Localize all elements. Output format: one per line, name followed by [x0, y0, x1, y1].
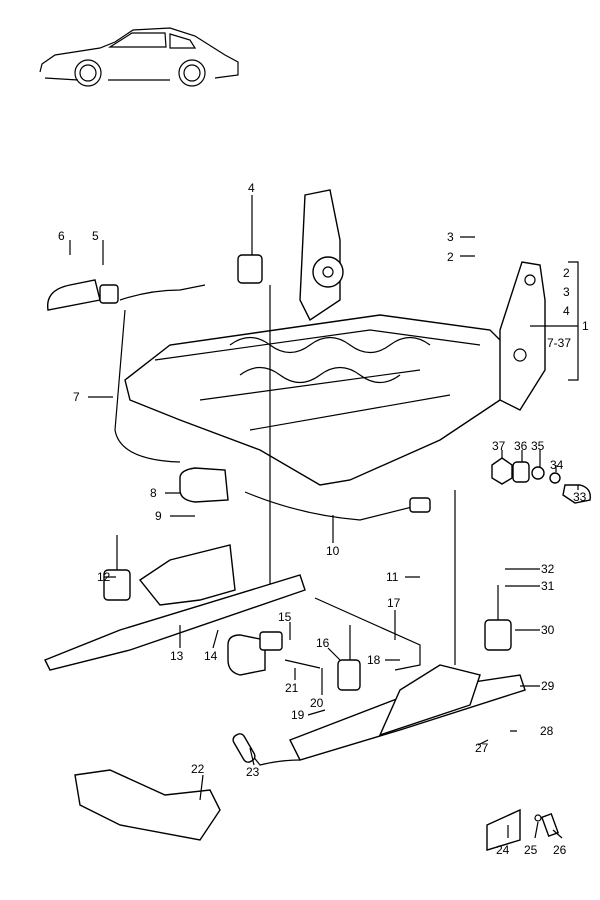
callout-12: 12 — [97, 570, 111, 584]
callout-1: 1 — [582, 319, 589, 333]
callout-4: 4 — [248, 181, 255, 195]
callout-19: 19 — [291, 708, 305, 722]
bracket-item: 3 — [563, 285, 570, 299]
left-rail — [44, 574, 306, 671]
callout-20: 20 — [310, 696, 324, 710]
parts — [44, 195, 591, 851]
bracket-22 — [74, 769, 221, 841]
callout-11: 11 — [386, 570, 399, 584]
callout-17: 17 — [387, 596, 401, 610]
callout-18: 18 — [367, 653, 381, 667]
callout-30: 30 — [541, 623, 555, 637]
callout-27: 27 — [475, 741, 489, 755]
callout-23: 23 — [246, 765, 260, 779]
callout-16: 16 — [316, 636, 330, 650]
callout-5: 5 — [92, 229, 99, 243]
callout-35: 35 — [531, 439, 545, 453]
callout-32: 32 — [541, 562, 555, 576]
callout-2: 2 — [447, 250, 454, 264]
callout-28: 28 — [540, 724, 554, 738]
plate-24 — [486, 808, 521, 851]
callout-15: 15 — [278, 610, 292, 624]
bracket-group: 2 3 4 7-37 1 — [547, 266, 589, 350]
callout-6: 6 — [58, 229, 65, 243]
callout-21: 21 — [285, 681, 299, 695]
car-illustration — [39, 27, 239, 87]
bracket-item: 2 — [563, 266, 570, 280]
callout-8: 8 — [150, 486, 157, 500]
callout-34: 34 — [550, 458, 564, 472]
callout-14: 14 — [204, 649, 218, 663]
tube-23 — [232, 733, 256, 763]
bracket-item: 7-37 — [547, 336, 571, 350]
callouts: 2 3 4 5 6 7 8 9 10 11 12 13 14 15 16 17 … — [58, 181, 587, 857]
callout-37: 37 — [492, 439, 506, 453]
callout-24: 24 — [496, 843, 510, 857]
callout-25: 25 — [524, 843, 538, 857]
motor-4 — [237, 254, 263, 284]
motor-8 — [179, 467, 229, 503]
callout-7: 7 — [73, 390, 80, 404]
seat-frame — [124, 189, 546, 486]
motor-16 — [337, 659, 361, 691]
callout-22: 22 — [191, 762, 205, 776]
cable-7 — [119, 284, 206, 301]
callout-36: 36 — [514, 439, 528, 453]
callout-33: 33 — [573, 490, 587, 504]
callout-29: 29 — [541, 679, 555, 693]
callout-10: 10 — [326, 544, 340, 558]
bracket-item: 4 — [563, 304, 570, 318]
motor-30 — [484, 619, 512, 651]
callout-26: 26 — [553, 843, 567, 857]
seat-lever — [46, 279, 101, 311]
motor-15 — [227, 634, 266, 676]
callout-31: 31 — [541, 579, 555, 593]
callout-13: 13 — [170, 649, 184, 663]
callout-9: 9 — [155, 509, 162, 523]
callout-3: 3 — [447, 230, 454, 244]
leader-lines — [69, 236, 579, 839]
